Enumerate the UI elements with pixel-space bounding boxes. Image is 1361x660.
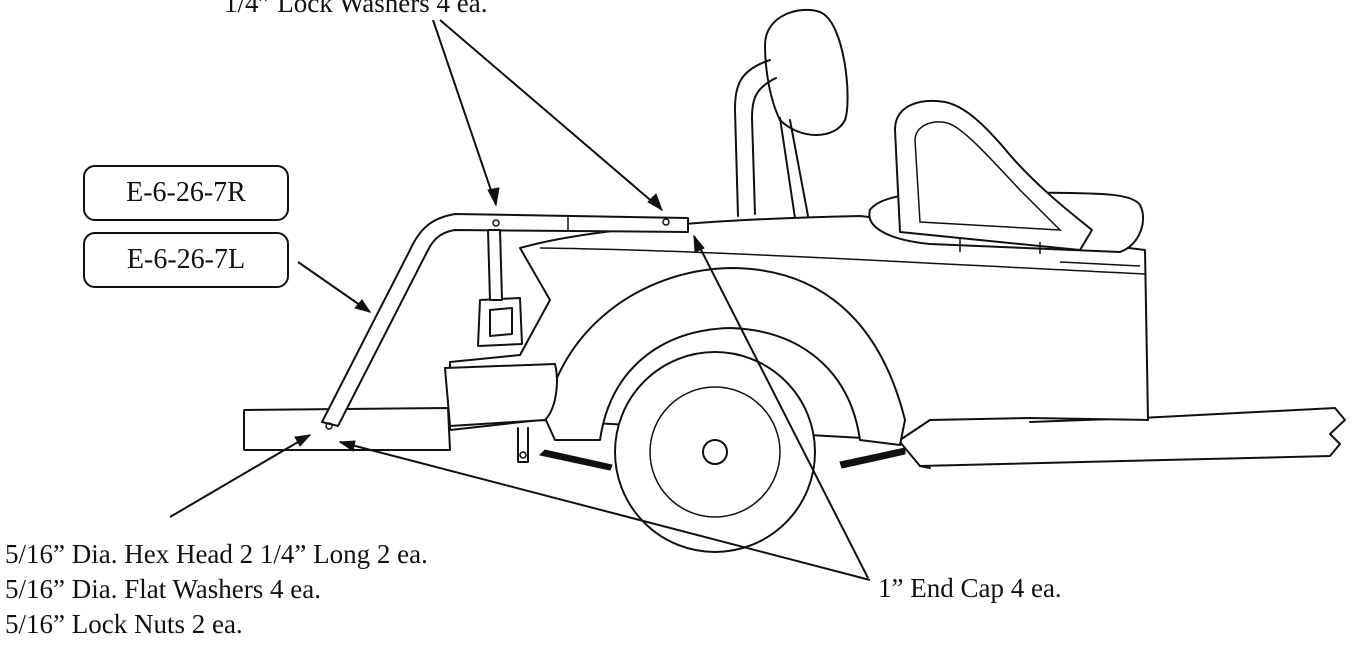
lock-washers-label: 1/4” Lock Washers 4 ea. <box>224 0 488 18</box>
seat-back <box>734 8 849 219</box>
end-cap-label: 1” End Cap 4 ea. <box>878 573 1062 603</box>
rear-wheel <box>614 351 816 553</box>
bumper <box>243 363 558 451</box>
part-number-left-badge: E-6-26-7L <box>83 232 289 288</box>
pointer-arrows <box>169 19 871 581</box>
part-number-right-badge: E-6-26-7R <box>83 165 289 221</box>
fender-arch <box>544 267 906 446</box>
frame-rail <box>899 407 1346 469</box>
hardware-item: 5/16” Dia. Hex Head 2 1/4” Long 2 ea. <box>5 539 428 569</box>
hardware-item: 5/16” Dia. Flat Washers 4 ea. <box>5 574 321 604</box>
support-bar <box>321 213 689 430</box>
hardware-item: 5/16” Lock Nuts 2 ea. <box>5 609 243 639</box>
hardware-list: 5/16” Dia. Hex Head 2 1/4” Long 2 ea. 5/… <box>5 537 428 642</box>
tail-light <box>477 297 523 347</box>
suspension <box>517 427 906 471</box>
seat <box>868 100 1145 254</box>
